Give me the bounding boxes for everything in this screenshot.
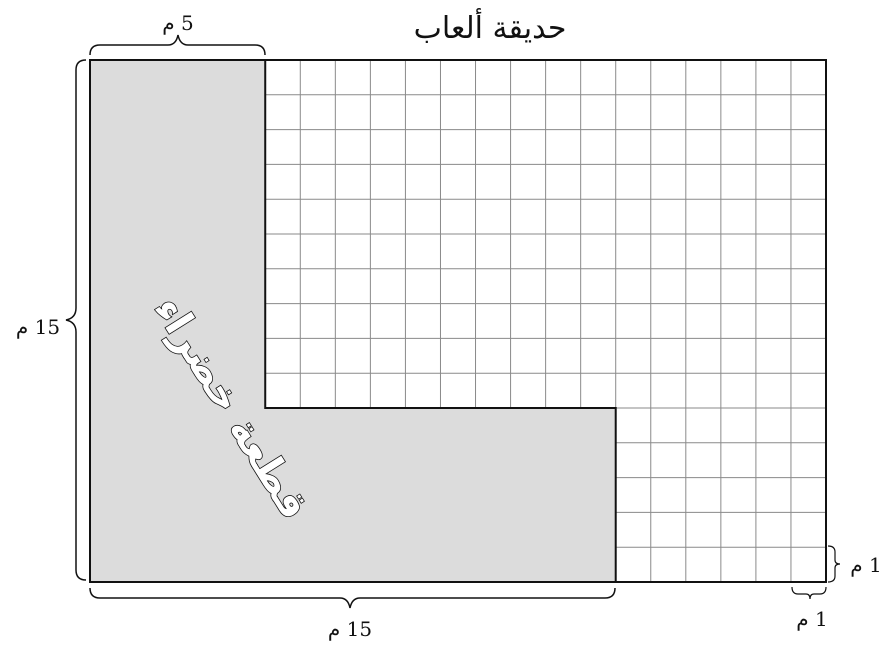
diagram-title: حديقة ألعاب — [414, 7, 567, 46]
top-width-brace — [89, 34, 266, 56]
bottom-width-label: 15 م — [328, 617, 372, 641]
top-width-label: 5 م — [162, 11, 193, 35]
unit-width-brace — [791, 586, 827, 600]
playground-border — [89, 59, 827, 583]
left-height-brace — [65, 59, 87, 581]
left-height-label: 15 م — [16, 315, 60, 339]
unit-height-brace — [827, 545, 841, 583]
unit-height-label: 1 م — [850, 553, 881, 577]
unit-width-label: 1 م — [796, 607, 827, 631]
bottom-width-brace — [89, 587, 616, 609]
